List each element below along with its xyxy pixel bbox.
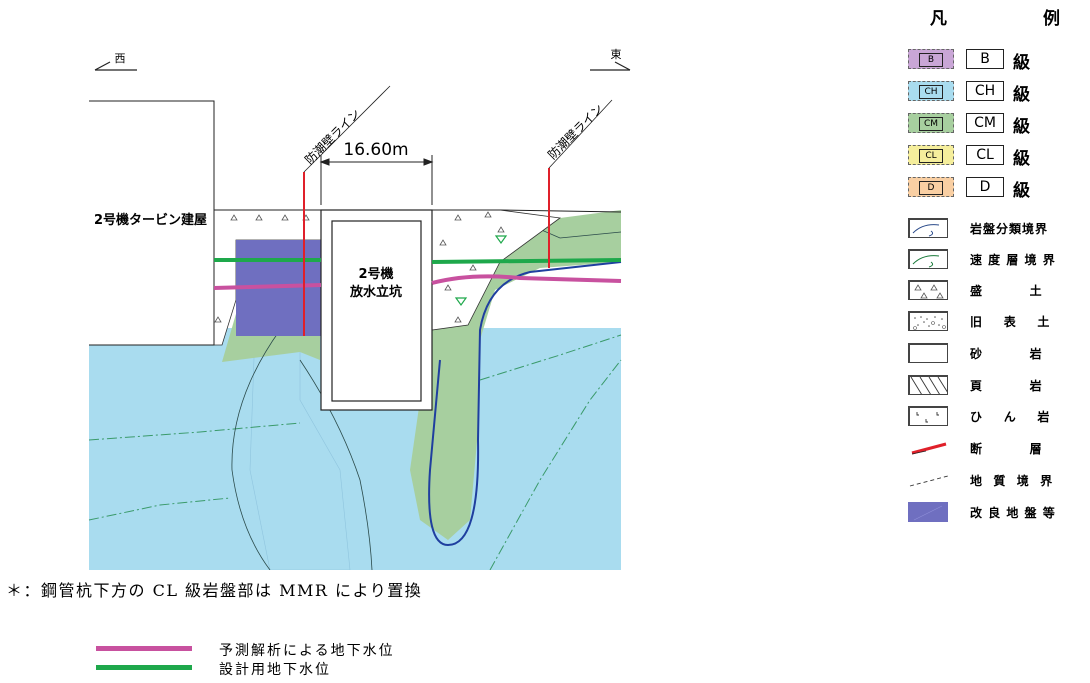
geologic-boundary-2: [479, 334, 622, 381]
legend-title-2: 例: [1043, 9, 1060, 29]
legend-label: 改 良 地 盤 等: [970, 506, 1056, 520]
water-level-marker: [454, 235, 508, 307]
legend-grade-d: D D 級: [906, 176, 1086, 201]
legend-porphyrite: ひ ん 岩: [908, 406, 1088, 428]
legend-velocity-boundary: 速 度 層 境 界: [908, 249, 1088, 271]
legend-label: 旧 表 土: [970, 315, 1051, 329]
legend-grade-cm: CM CM 級: [906, 112, 1086, 137]
legend-title: 凡 例: [930, 4, 1060, 29]
legend-geologic-boundary: 地 質 境 界: [908, 470, 1088, 492]
grade-swatch-code: D: [919, 181, 943, 195]
east-label: 東: [611, 48, 622, 61]
grade-suffix: 級: [1013, 149, 1030, 169]
porphyrite-symbol: [908, 406, 948, 426]
grade-swatch-ch: CH: [908, 81, 954, 101]
grade-swatch-code: B: [919, 53, 943, 67]
seawall-leader-right: [548, 99, 613, 169]
water-level-label: 設計用地下水位: [219, 662, 331, 678]
legend-label: ひ ん 岩: [970, 410, 1051, 424]
grade-swatch-d: D: [908, 177, 954, 197]
fault-symbol: [908, 438, 948, 458]
legend-fault: 断 層: [908, 438, 1088, 460]
rock-boundary-symbol: [908, 218, 948, 238]
footnote: ＊：鋼管杭下方の CL 級岩盤部は MMR により置換: [6, 581, 423, 600]
legend-title-1: 凡: [930, 9, 947, 29]
grade-suffix: 級: [1013, 53, 1030, 73]
legend-label: 速 度 層 境 界: [970, 253, 1056, 267]
grade-suffix: 級: [1013, 85, 1030, 105]
grade-code: CM: [966, 113, 1004, 133]
legend-label: 頁 岩: [970, 379, 1043, 393]
sandstone-symbol: [908, 343, 948, 363]
shaft-label-2: 放水立坑: [349, 284, 402, 300]
grade-code: CL: [966, 145, 1004, 165]
discharge-shaft-inner: [331, 220, 422, 402]
shaft-label-1: 2号機: [358, 266, 393, 282]
grade-code: CH: [966, 81, 1004, 101]
old-surface-symbol: [908, 311, 948, 331]
building-label: 2号機タービン建屋: [94, 212, 207, 228]
grade-code: D: [966, 177, 1004, 197]
velocity-boundary-symbol: [908, 249, 948, 269]
geologic-cross-section: 2号機タービン建屋 2号機 放水立坑 防潮壁ライン 防潮壁ライン 16.60m …: [88, 48, 631, 570]
east-marker: [590, 61, 631, 71]
seawall-leader-left: [303, 85, 391, 173]
predicted-water-level-swatch: [96, 646, 192, 651]
legend-grade-ch: CH CH 級: [906, 80, 1086, 105]
fill-triangles: [214, 211, 505, 323]
west-label: 西: [115, 52, 126, 65]
legend-predicted-water-level: 予測解析による地下水位: [96, 640, 496, 659]
legend-rock-boundary: 岩盤分類境界: [908, 218, 1088, 240]
legend-shale: 頁 岩: [908, 375, 1088, 397]
grade-suffix: 級: [1013, 181, 1030, 201]
legend-old-surface: 旧 表 土: [908, 311, 1088, 333]
geologic-boundary-symbol: [908, 470, 948, 490]
west-marker: [94, 61, 137, 71]
legend-fill: 盛 土: [908, 280, 1088, 302]
grade-swatch-code: CH: [919, 85, 943, 99]
grade-code: B: [966, 49, 1004, 69]
legend-label: 岩盤分類境界: [970, 222, 1049, 236]
grade-swatch-cm: CM: [908, 113, 954, 133]
legend-design-water-level: 設計用地下水位: [96, 659, 496, 678]
turbine-building: [89, 100, 215, 346]
dimension-line: [319, 155, 434, 205]
geologic-boundary-1: [88, 422, 301, 441]
velocity-boundary-line: [428, 261, 622, 547]
rock-boundary-left: [231, 329, 281, 570]
shale-symbol: [908, 375, 948, 395]
improved-ground-symbol: [908, 502, 948, 522]
grade-swatch-code: CL: [919, 149, 943, 163]
legend-label: 地 質 境 界: [970, 474, 1054, 488]
legend-improved-ground: 改 良 地 盤 等: [908, 502, 1088, 524]
grade-swatch-b: B: [908, 49, 954, 69]
geologic-boundary-4: [88, 497, 231, 521]
legend-label: 砂 岩: [970, 347, 1043, 361]
design-water-level-swatch: [96, 665, 192, 670]
water-level-label: 予測解析による地下水位: [219, 643, 395, 659]
legend-sandstone: 砂 岩: [908, 343, 1088, 365]
grade-swatch-cl: CL: [908, 145, 954, 165]
fill-symbol: [908, 280, 948, 300]
legend-grade-b: B B 級: [906, 48, 1086, 73]
dimension-label: 16.60m: [343, 140, 408, 160]
geologic-boundary-3: [489, 359, 622, 570]
legend-label: 盛 土: [970, 284, 1043, 298]
grade-swatch-code: CM: [919, 117, 943, 131]
grade-suffix: 級: [1013, 117, 1030, 137]
legend-label: 断 層: [970, 442, 1043, 456]
seawall-label-right: 防潮壁ライン: [545, 101, 607, 163]
legend-grade-cl: CL CL 級: [906, 144, 1086, 169]
